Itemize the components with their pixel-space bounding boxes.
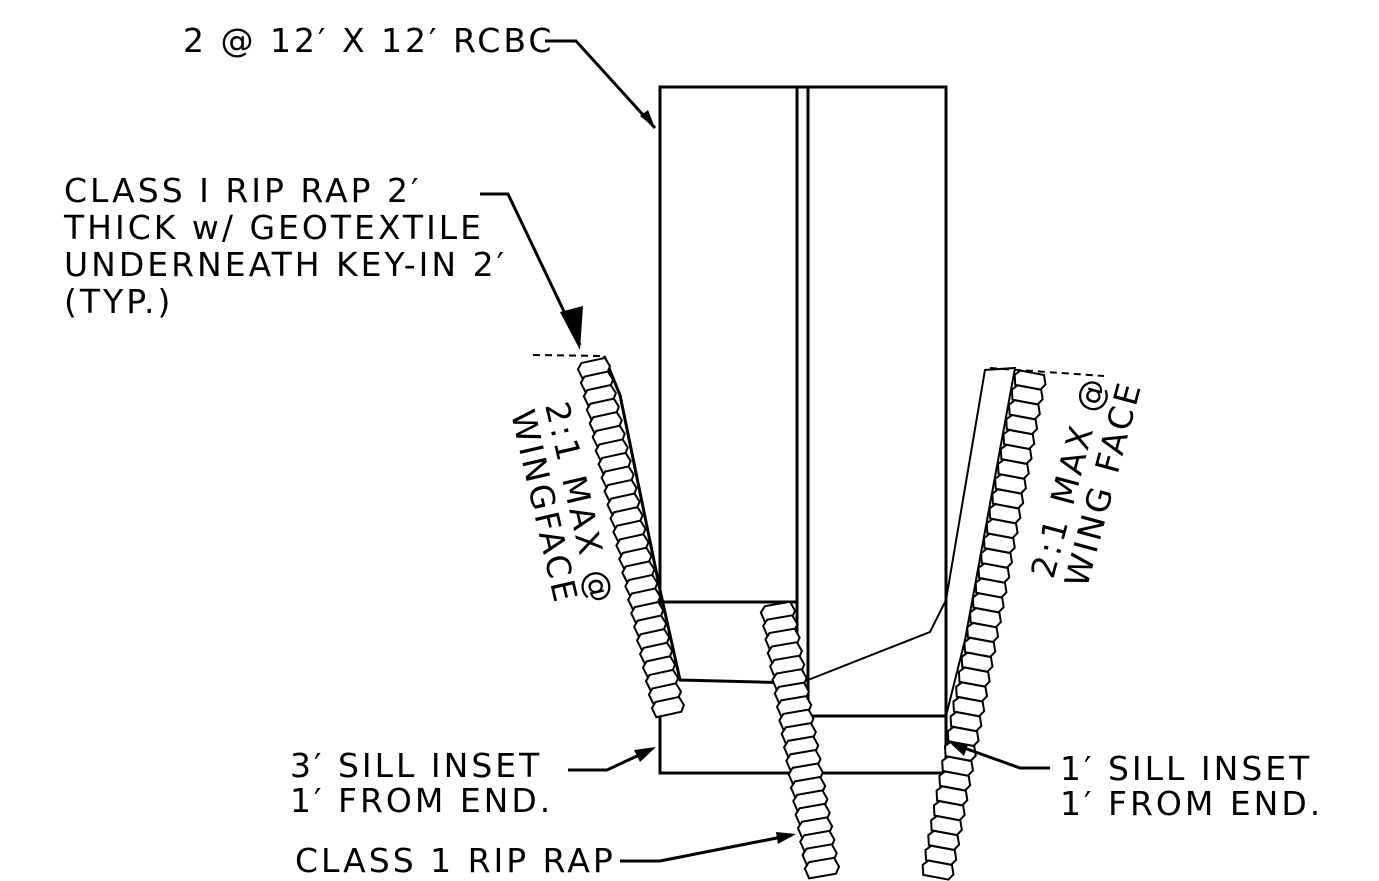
left-sill-note: 3′ SILL INSET 1′ FROM END.: [290, 746, 553, 820]
rip-rap-stone: [1002, 428, 1036, 451]
rip-rap-stone: [952, 696, 986, 718]
leader-lines: [480, 39, 1050, 863]
riprap-note-line-3: UNDERNEATH KEY-IN 2′: [64, 245, 507, 284]
rip-rap-stone: [946, 725, 980, 748]
rip-rap-stone: [966, 621, 1000, 644]
rip-rap-stone: [921, 859, 955, 881]
riprap-note-line-1: CLASS I RIP RAP 2′: [64, 171, 421, 210]
bottom-riprap-label: CLASS 1 RIP RAP: [295, 841, 616, 880]
rip-rap-stone: [803, 856, 841, 880]
rip-rap-stones: [576, 356, 1047, 881]
rip-rap-stone: [991, 488, 1025, 510]
rip-rap-stone: [963, 636, 997, 658]
rip-rap-stone: [650, 695, 686, 719]
rip-rap-stone: [955, 681, 989, 703]
left-sill-line-1: 3′ SILL INSET: [290, 746, 542, 785]
rip-rap-stone: [974, 577, 1008, 599]
rip-rap-stone: [924, 844, 958, 866]
rcbc-label: 2 @ 12′ X 12′ RCBC: [183, 21, 554, 60]
right-sill-line-2: 1′ FROM END.: [1060, 784, 1323, 823]
rip-rap-stone: [1010, 384, 1044, 406]
rip-rap-stone: [932, 800, 966, 822]
rip-rap-stone: [930, 815, 963, 837]
rip-rap-stone: [941, 755, 975, 777]
rip-rap-stone: [927, 829, 961, 851]
right-sill-note: 1′ SILL INSET 1′ FROM END.: [1060, 749, 1323, 823]
rip-rap-stone: [988, 503, 1022, 525]
riprap-note: CLASS I RIP RAP 2′ THICK w/ GEOTEXTILE U…: [63, 171, 507, 321]
rip-rap-stone: [982, 532, 1016, 554]
rip-rap-stone: [980, 547, 1014, 569]
rip-rap-stone: [949, 711, 983, 733]
rip-rap-stone: [985, 518, 1019, 540]
rip-rap-stone: [1005, 414, 1039, 436]
right-sill-line-1: 1′ SILL INSET: [1060, 749, 1312, 788]
rip-rap-stone: [996, 458, 1030, 480]
rip-rap-stone: [971, 592, 1005, 614]
rip-rap-stone: [935, 785, 969, 807]
rip-rap-stone: [999, 443, 1033, 465]
rip-rap-stone: [1008, 399, 1041, 421]
rip-rap-stone: [957, 666, 991, 688]
rip-rap-stone: [969, 607, 1002, 629]
rip-rap-stone: [960, 651, 994, 673]
left-wing-slope: [532, 354, 798, 685]
left-sill-line-2: 1′ FROM END.: [290, 781, 553, 820]
rip-rap-stone: [994, 473, 1028, 495]
rip-rap-stone: [938, 770, 972, 792]
rip-rap-stone: [1013, 369, 1047, 391]
riprap-note-line-4: (TYP.): [64, 282, 173, 321]
riprap-note-line-2: THICK w/ GEOTEXTILE: [63, 208, 484, 247]
rip-rap-stone: [977, 562, 1011, 584]
